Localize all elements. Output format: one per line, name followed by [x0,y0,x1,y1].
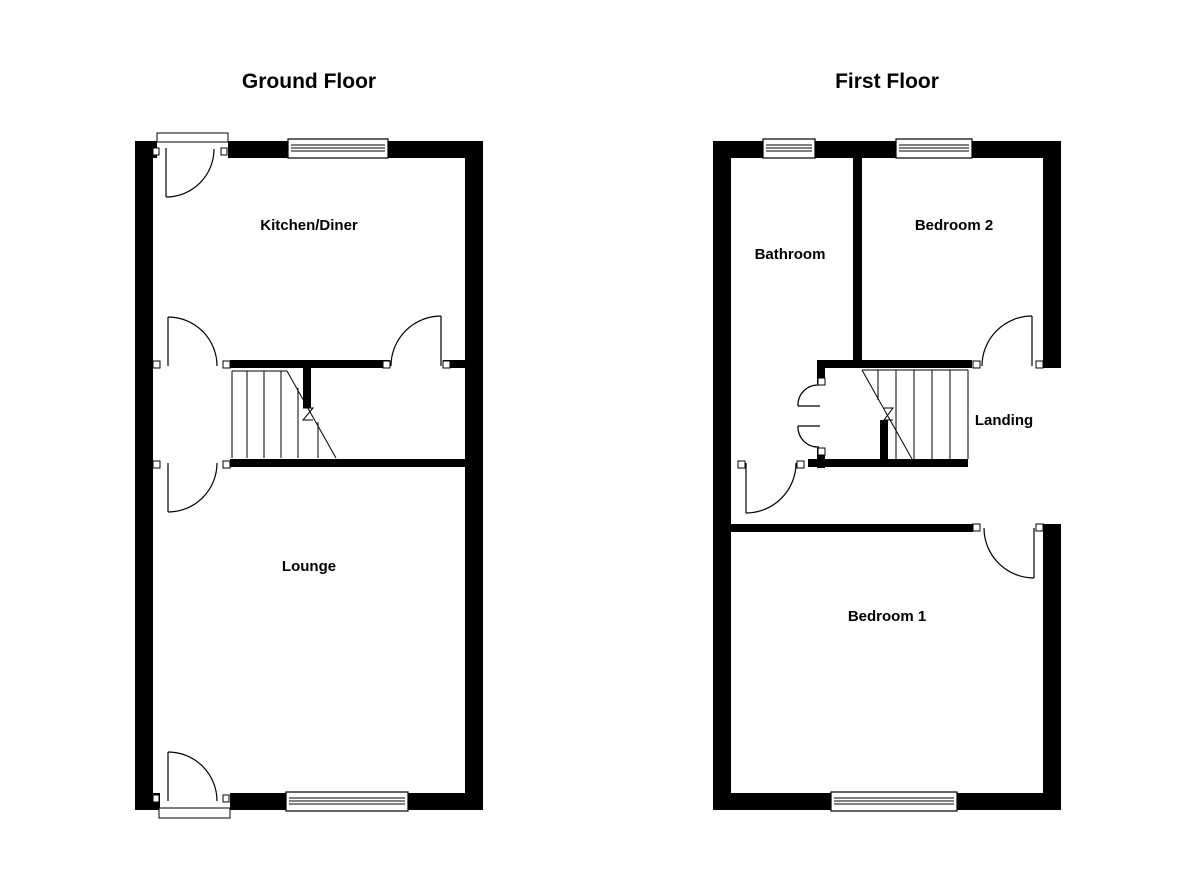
bathroom-door [737,460,805,514]
ground-floor-stairs [231,370,337,459]
kitchen-left-door [152,316,231,369]
first-floor-stairs [861,369,969,460]
kitchen-right-door [382,315,451,369]
ground-floor-plan: Ground Floor [135,70,483,819]
front-door [152,751,231,819]
ground-floor-title: Ground Floor [242,70,376,93]
cupboard-door [797,377,826,456]
bedroom2-label: Bedroom 2 [915,217,993,234]
kitchen-window [287,138,389,159]
bedroom1-label: Bedroom 1 [848,608,926,625]
bathroom-window [762,138,816,159]
ground-floor-interior-walls [230,360,465,467]
bedroom2-window [895,138,973,159]
bedroom1-door [972,523,1044,579]
kitchen-label: Kitchen/Diner [260,217,358,234]
bathroom-label: Bathroom [755,246,826,263]
first-floor-interior-walls [731,158,973,532]
bedroom2-door [972,315,1044,369]
bedroom1-window [830,791,958,812]
back-door [152,132,229,198]
lounge-door [152,460,231,513]
first-floor-title: First Floor [835,70,939,93]
ground-floor-outer-walls [135,141,483,810]
first-floor-outer-walls [713,141,1061,810]
landing-label: Landing [975,412,1033,429]
first-floor-plan: First Floor [713,70,1061,812]
lounge-window [285,791,409,812]
lounge-label: Lounge [282,558,336,575]
